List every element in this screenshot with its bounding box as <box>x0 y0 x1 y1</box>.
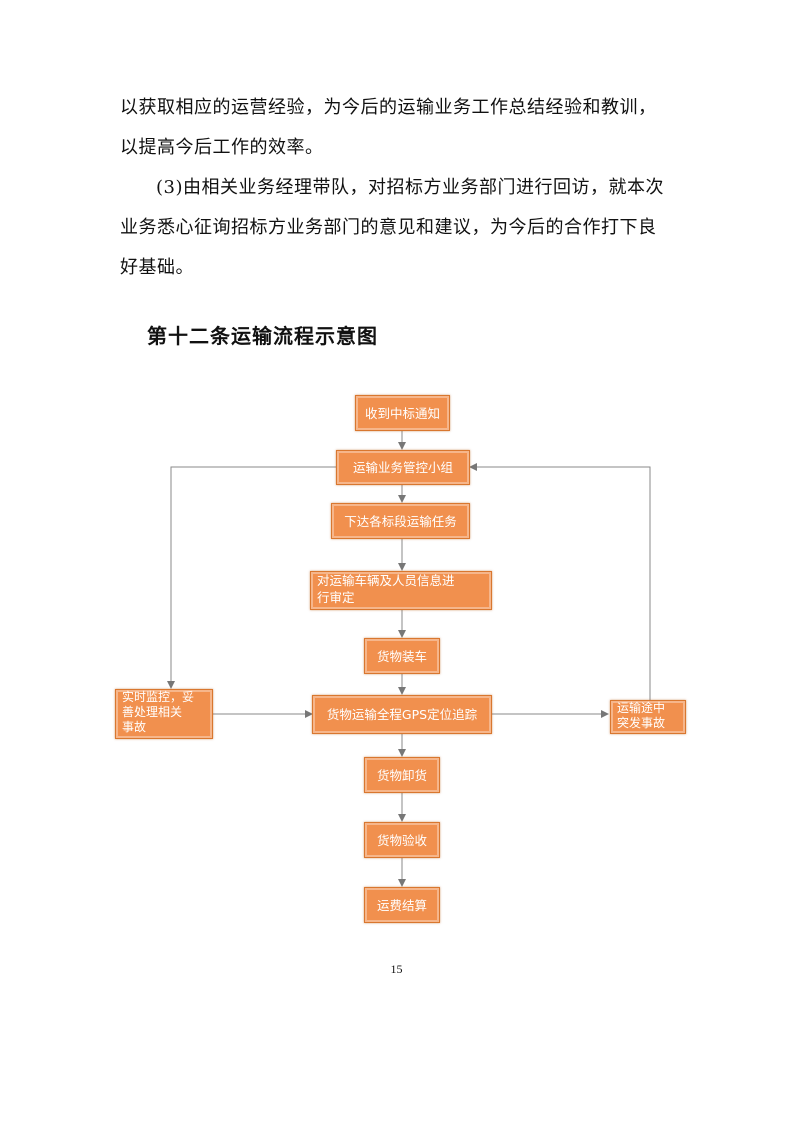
flow-step-unloading: 货物卸货 <box>364 757 440 793</box>
flow-step-loading: 货物装车 <box>364 638 440 674</box>
flow-step-verify: 对运输车辆及人员信息进 行审定 <box>310 571 492 610</box>
flow-step-loading-label: 货物装车 <box>376 648 427 664</box>
flow-step-acceptance-label: 货物验收 <box>376 832 427 848</box>
flow-step-settlement: 运费结算 <box>364 887 440 923</box>
flow-step-acceptance: 货物验收 <box>364 822 440 858</box>
body-line-5: 好基础。 <box>120 257 194 278</box>
page-number: 15 <box>390 962 403 976</box>
flow-step-verify-line2: 行审定 <box>317 590 355 605</box>
flow-side-incident-line2: 突发事故 <box>617 716 666 730</box>
body-line-4: 业务悉心征询招标方业务部门的意见和建议，为今后的合作打下良 <box>120 217 657 238</box>
flow-step-unloading-label: 货物卸货 <box>376 767 427 783</box>
flow-side-incident: 运输途中 突发事故 <box>610 700 686 734</box>
flow-step-gps-tracking: 货物运输全程GPS定位追踪 <box>312 695 492 734</box>
section-heading: 第十二条运输流程示意图 <box>147 324 378 348</box>
flow-side-monitoring-line1: 实时监控，妥 <box>122 690 195 704</box>
flow-step-assign-tasks: 下达各标段运输任务 <box>331 503 470 539</box>
flow-step-verify-line1: 对运输车辆及人员信息进 <box>317 573 455 588</box>
flow-step-control-group-label: 运输业务管控小组 <box>352 460 453 475</box>
flow-step-gps-tracking-label: 货物运输全程GPS定位追踪 <box>326 707 478 722</box>
flow-side-monitoring: 实时监控，妥 善处理相关 事故 <box>115 689 213 739</box>
flow-step-settlement-label: 运费结算 <box>376 897 427 913</box>
body-line-3: (3)由相关业务经理带队，对招标方业务部门进行回访，就本次 <box>156 177 664 198</box>
arrow-right-2 <box>469 463 651 700</box>
flow-side-incident-line1: 运输途中 <box>617 701 666 715</box>
body-line-1: 以获取相应的运营经验，为今后的运输业务工作总结经验和教训， <box>120 97 657 118</box>
flow-step-notice: 收到中标通知 <box>355 395 450 431</box>
flow-step-notice-label: 收到中标通知 <box>364 405 440 421</box>
arrow-2-left <box>167 466 336 689</box>
flow-side-monitoring-line2: 善处理相关 <box>122 705 183 719</box>
body-paragraph: 以获取相应的运营经验，为今后的运输业务工作总结经验和教训， 以提高今后工作的效率… <box>120 88 680 288</box>
flow-step-assign-tasks-label: 下达各标段运输任务 <box>344 513 457 529</box>
flow-side-monitoring-line3: 事故 <box>122 720 147 734</box>
body-line-2: 以提高今后工作的效率。 <box>120 137 324 158</box>
flow-step-control-group: 运输业务管控小组 <box>336 450 470 485</box>
